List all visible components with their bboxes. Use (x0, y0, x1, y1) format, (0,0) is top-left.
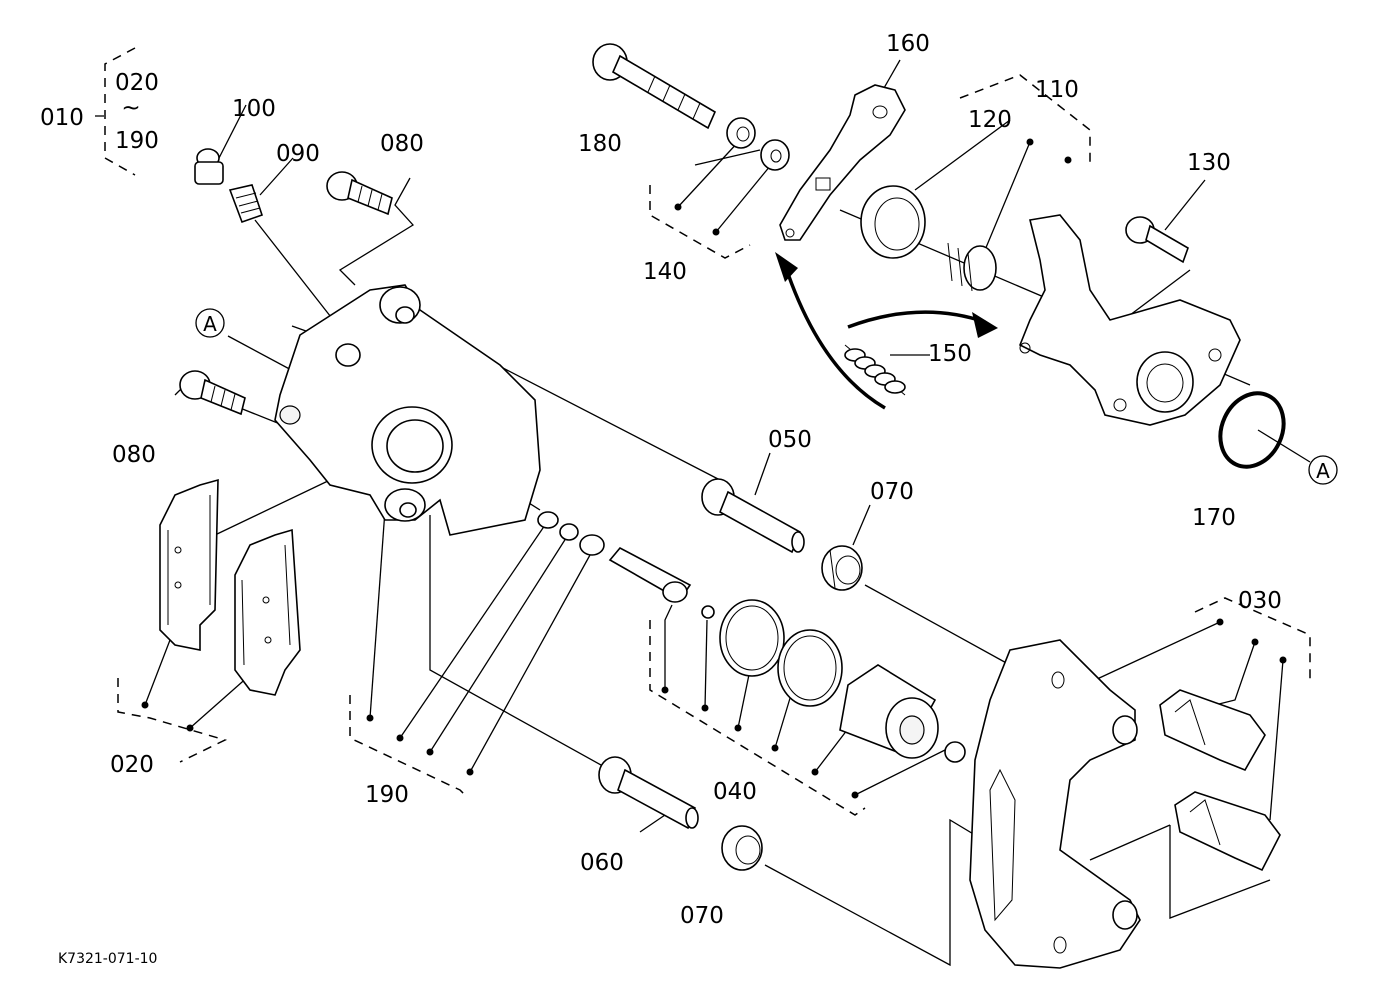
caliper-body-part (274, 284, 541, 536)
label-170: 170 (1192, 505, 1236, 531)
label-010: 010 (40, 105, 84, 131)
label-100: 100 (232, 96, 276, 122)
label-130: 130 (1187, 150, 1231, 176)
label-180: 180 (578, 131, 622, 157)
label-090: 090 (276, 141, 320, 167)
label-040: 040 (713, 779, 757, 805)
pin-040-part (608, 546, 715, 619)
pad-clip-lower-part (1174, 791, 1281, 872)
label-110: 110 (1035, 77, 1079, 103)
label-range-bottom: 190 (115, 128, 159, 154)
boot-070-lower-part (721, 825, 763, 871)
pad-clip-upper-part (1159, 689, 1266, 772)
leader-dots (141, 138, 1287, 799)
spring-110-part (947, 242, 997, 292)
bolt-080-left-part (179, 370, 246, 416)
callout-a-right-text: A (1316, 459, 1330, 483)
brake-pad-inner-part (234, 528, 301, 696)
washer-140-part (760, 139, 790, 171)
nut-140-part (726, 117, 756, 149)
callout-a-right: A (1308, 455, 1338, 485)
bleeder-cap-part (194, 148, 224, 185)
callout-a-left-text: A (203, 312, 217, 336)
label-range-top: 020 (115, 70, 159, 96)
label-050: 050 (768, 427, 812, 453)
group-brackets (104, 47, 1311, 816)
label-140: 140 (643, 259, 687, 285)
callout-a-left: A (195, 308, 225, 338)
label-060: 060 (580, 850, 624, 876)
label-120: 120 (968, 107, 1012, 133)
leader-lines (95, 59, 1311, 967)
guide-pin-050-part (701, 478, 805, 554)
bolt-130-part (1125, 216, 1189, 264)
label-150: 150 (928, 341, 972, 367)
bleeder-screw-part (228, 184, 264, 224)
label-070-lower: 070 (680, 903, 724, 929)
label-190: 190 (365, 782, 409, 808)
label-070-upper: 070 (870, 479, 914, 505)
return-spring-150-part (844, 344, 906, 396)
lever-160-part (779, 84, 906, 241)
caliper-bracket-part (969, 639, 1141, 969)
label-020: 020 (110, 752, 154, 778)
boot-070-upper-part (821, 545, 863, 591)
part-labels: 010 020 ~ 190 100 090 080 080 020 190 04… (40, 31, 1282, 929)
parking-housing-part (1018, 214, 1241, 426)
bolt-080-upper-part (326, 171, 393, 216)
label-080-left: 080 (112, 442, 156, 468)
label-080-upper: 080 (380, 131, 424, 157)
guide-pin-060-part (598, 756, 699, 830)
label-030: 030 (1238, 588, 1282, 614)
label-160: 160 (886, 31, 930, 57)
piston-seal-rings-part (719, 599, 843, 707)
brake-pad-outer-part (159, 478, 219, 651)
drawing-code: K7321-071-10 (58, 951, 157, 967)
bushing-120-part (860, 185, 926, 259)
rotation-arrows (775, 252, 998, 410)
piston-part (839, 664, 966, 763)
label-range-tilde: ~ (121, 95, 140, 121)
o-ring-170-part (1218, 391, 1286, 469)
bolt-180-part (592, 43, 717, 130)
seal-rings-190-part (537, 511, 605, 556)
